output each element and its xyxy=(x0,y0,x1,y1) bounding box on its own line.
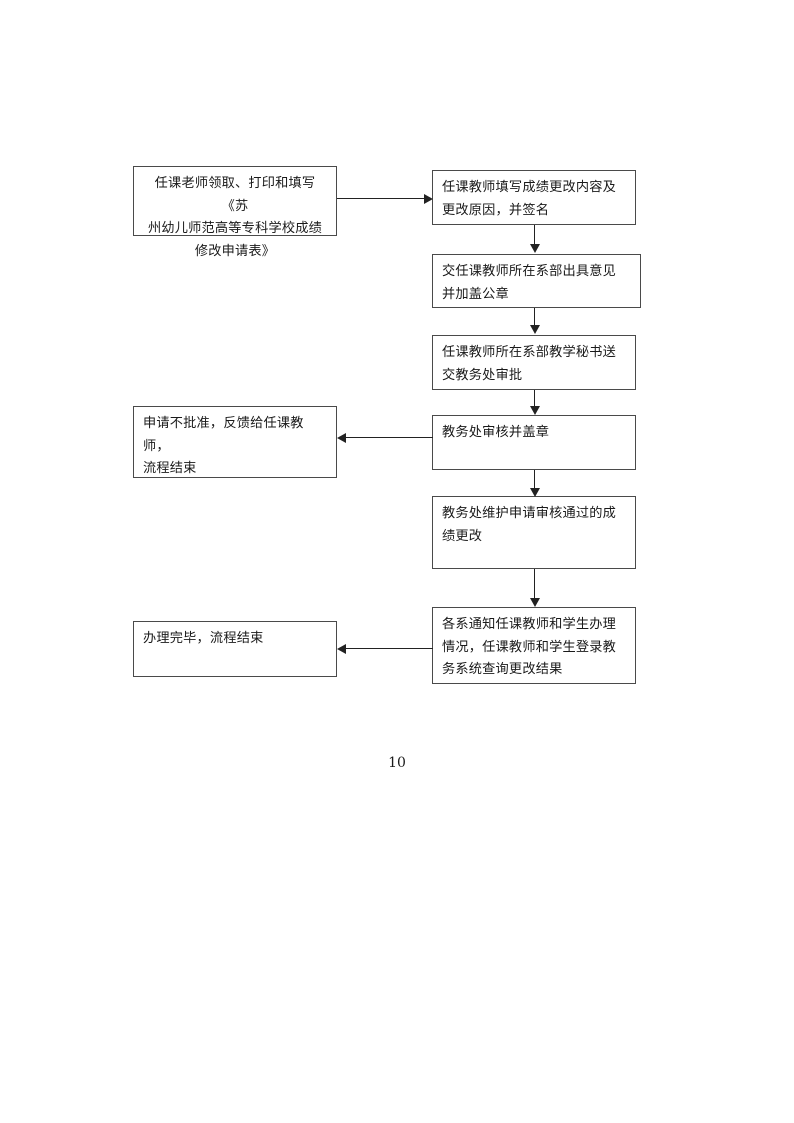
node-application-rejected-feedback: 申请不批准，反馈给任课教师， 流程结束 xyxy=(133,406,337,478)
arrowhead-down-icon xyxy=(529,488,540,497)
node-notify-teacher-student-query: 各系通知任课教师和学生办理 情况，任课教师和学生登录教 务系统查询更改结果 xyxy=(432,607,636,684)
page-number: 10 xyxy=(388,755,406,771)
node-maintain-approved-grade-change: 教务处维护申请审核通过的成 绩更改 xyxy=(432,496,636,569)
node-department-opinion-seal: 交任课教师所在系部出具意见 并加盖公章 xyxy=(432,254,641,308)
arrowhead-down-icon xyxy=(529,325,540,334)
node-secretary-submit-academic-affairs: 任课教师所在系部教学秘书送 交教务处审批 xyxy=(432,335,636,390)
node-process-complete: 办理完毕，流程结束 xyxy=(133,621,337,677)
arrowhead-right-icon xyxy=(424,193,433,204)
node-collect-print-fill-form: 任课老师领取、打印和填写《苏 州幼儿师范高等专科学校成绩 修改申请表》 xyxy=(133,166,337,259)
node-academic-affairs-review-seal: 教务处审核并盖章 xyxy=(432,415,636,470)
arrowhead-left-icon xyxy=(337,643,346,654)
arrowhead-down-icon xyxy=(529,244,540,253)
arrowhead-down-icon xyxy=(529,598,540,607)
node-teacher-fill-change-content: 任课教师填写成绩更改内容及 更改原因，并签名 xyxy=(432,170,636,225)
arrowhead-down-icon xyxy=(529,406,540,415)
arrowhead-left-icon xyxy=(337,432,346,443)
